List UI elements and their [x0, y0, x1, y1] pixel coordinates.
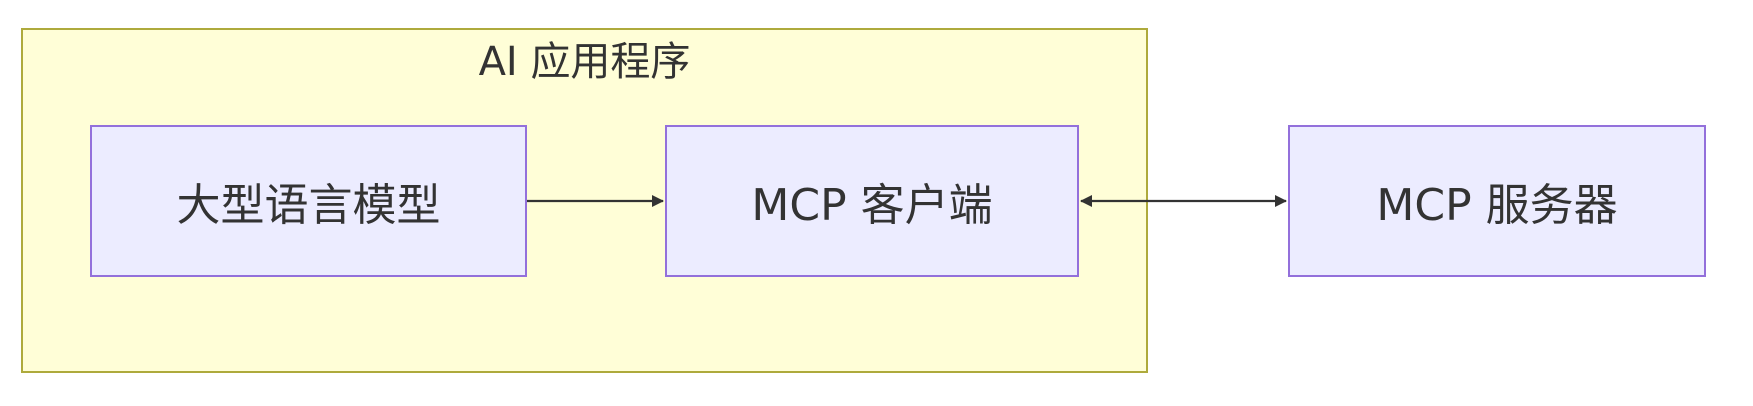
node-mcp-client: MCP 客户端	[665, 125, 1079, 277]
node-llm-label: 大型语言模型	[176, 180, 441, 231]
group-title: AI 应用程序	[478, 39, 691, 85]
node-mcp-client-label: MCP 客户端	[751, 180, 993, 231]
node-mcp-server-label: MCP 服务器	[1376, 180, 1618, 231]
node-llm: 大型语言模型	[90, 125, 527, 277]
node-mcp-server: MCP 服务器	[1288, 125, 1706, 277]
